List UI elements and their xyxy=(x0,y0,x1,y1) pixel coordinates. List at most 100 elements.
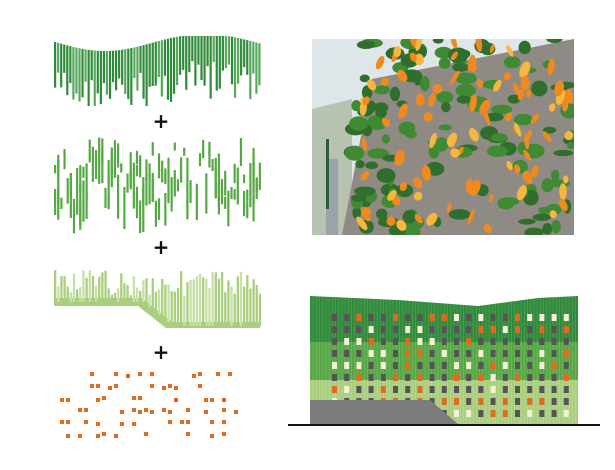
photo-flower xyxy=(398,103,408,119)
photo-lamp-post xyxy=(326,139,329,209)
orange-flower-square xyxy=(180,420,184,424)
photo-flower xyxy=(397,69,408,82)
facade-window xyxy=(502,410,508,417)
photo-leaf xyxy=(351,100,362,112)
orange-flower-square xyxy=(132,408,136,412)
photo-leaf xyxy=(438,57,451,69)
mid-green-strip xyxy=(135,186,139,219)
photo-leaf xyxy=(438,124,452,131)
mid-green-strip xyxy=(129,170,132,188)
orange-flower-square xyxy=(186,408,190,412)
facade-window xyxy=(344,374,350,381)
facade-window xyxy=(527,314,533,321)
facade-window xyxy=(551,314,557,321)
light-green-bar xyxy=(205,278,208,326)
photo-leaf xyxy=(436,91,454,104)
photo-flower xyxy=(413,177,423,189)
facade-window xyxy=(539,362,545,369)
facade-window xyxy=(539,386,545,393)
photo-flower xyxy=(386,216,396,226)
orange-flower-square xyxy=(210,420,214,424)
orange-flower-square xyxy=(114,372,118,376)
orange-flower-square xyxy=(222,398,226,402)
photo-flower xyxy=(429,132,437,149)
dark-green-bar xyxy=(206,36,209,67)
facade-window xyxy=(429,398,435,405)
facade-window xyxy=(466,386,472,393)
photo-flower xyxy=(450,39,458,49)
facade-window xyxy=(417,326,423,333)
facade-window xyxy=(380,314,386,321)
mid-green-strip xyxy=(198,153,202,167)
facade-window xyxy=(454,374,459,381)
photo-flower xyxy=(564,130,574,141)
facade-window xyxy=(551,326,557,333)
photo-flower xyxy=(450,51,458,61)
orange-flower-square xyxy=(168,410,172,414)
dark-green-bar xyxy=(81,48,84,98)
dark-green-bar xyxy=(240,38,243,76)
light-green-bar xyxy=(170,291,173,325)
facade-window xyxy=(563,350,569,357)
facade-window xyxy=(405,326,411,333)
light-green-bar xyxy=(189,279,192,326)
dark-green-bars xyxy=(54,36,261,106)
facade-window xyxy=(466,326,472,333)
facade-window xyxy=(551,410,557,417)
dark-green-bar xyxy=(60,43,63,88)
photo-leaf xyxy=(503,56,521,69)
mid-green-strip xyxy=(243,174,246,184)
facade-window xyxy=(380,374,386,381)
dark-green-bar xyxy=(160,40,163,97)
photo-leaf xyxy=(365,100,377,114)
facade-window xyxy=(417,362,423,369)
photo-leaf xyxy=(518,218,536,225)
photo-leaf xyxy=(491,104,513,115)
orange-flower-square xyxy=(234,410,238,414)
dark-green-bar xyxy=(230,36,234,85)
facade-window xyxy=(332,326,337,333)
facade-window xyxy=(527,374,533,381)
photo-leaf xyxy=(452,63,470,72)
mid-green-strip xyxy=(246,189,249,201)
mid-green-strip xyxy=(164,168,167,183)
photo-flower xyxy=(469,128,479,142)
dark-green-bar xyxy=(176,36,179,86)
vine-photo-image xyxy=(312,39,574,235)
mid-green-strip xyxy=(63,149,66,170)
dark-green-bar xyxy=(169,38,173,102)
facade-window xyxy=(380,326,386,333)
photo-leaf xyxy=(376,168,396,183)
photo-leaf xyxy=(349,116,369,131)
photo-leaf xyxy=(518,40,531,55)
photo-flower xyxy=(520,76,530,91)
mid-green-strip xyxy=(224,196,227,209)
facade-window xyxy=(405,362,411,369)
photo-flower xyxy=(426,212,438,226)
facade-window xyxy=(490,386,496,393)
light-green-bar xyxy=(88,270,91,302)
plus-sign-3: + xyxy=(152,340,170,364)
facade-window xyxy=(551,374,557,381)
photo-leaf xyxy=(402,210,417,224)
orange-flower-square xyxy=(114,384,118,388)
mid-green-strip xyxy=(205,202,208,214)
photo-leaf xyxy=(566,141,574,150)
photo-leaf xyxy=(381,134,391,144)
light-green-bar xyxy=(249,288,252,326)
facade-window xyxy=(454,314,459,321)
mid-green-strip xyxy=(233,163,236,184)
orange-flower-square xyxy=(90,372,94,376)
facade-window xyxy=(368,374,374,381)
photo-flower xyxy=(503,72,512,81)
light-green-bar xyxy=(148,294,151,308)
facade-window xyxy=(417,338,423,345)
facade-window xyxy=(515,362,520,369)
mid-green-strip xyxy=(123,186,126,230)
orange-squares xyxy=(60,372,238,438)
orange-flower-square xyxy=(168,384,172,388)
mid-green-strip xyxy=(135,150,139,165)
photo-leaf xyxy=(432,39,444,44)
photo-leaf xyxy=(352,206,362,220)
dark-green-bar xyxy=(151,42,154,87)
